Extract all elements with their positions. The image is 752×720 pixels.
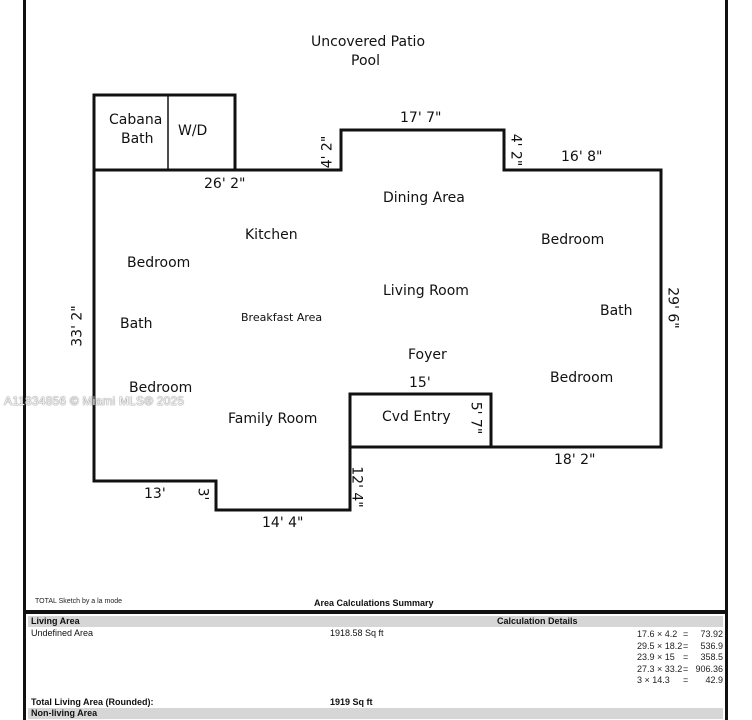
calc-result: 906.36 [695, 664, 723, 674]
total-living-area-label: Total Living Area (Rounded): [31, 697, 154, 707]
calc-result: 358.5 [700, 652, 723, 662]
calc-eq: = [683, 664, 689, 674]
label-kitchen: Kitchen [245, 227, 298, 243]
mls-watermark: A11834856 © Miami MLS® 2025 [4, 394, 185, 408]
label-pool: Pool [351, 53, 380, 69]
dim-top-right-width: 16' 8" [561, 149, 603, 165]
label-bedroom-ne: Bedroom [541, 232, 605, 248]
living-area-header-row [28, 616, 723, 627]
label-living-room: Living Room [383, 283, 469, 299]
calc-result: 42.9 [705, 675, 723, 685]
calc-expr: 23.9 × 15 [637, 652, 675, 662]
label-cabana: Cabana [109, 112, 163, 128]
calc-row: 3 × 14.3 = 42.9 [637, 675, 723, 686]
dim-right-step-height: 4' 2" [507, 133, 524, 167]
non-living-area-header-row [28, 708, 723, 719]
sketch-credit: TOTAL Sketch by a la mode [35, 598, 123, 605]
calc-expr: 3 × 14.3 [637, 675, 670, 685]
dim-left-step-height: 4' 2" [319, 135, 336, 169]
dim-entry-width: 15' [409, 375, 431, 391]
dim-bottom-right-width: 18' 2" [554, 452, 596, 468]
frame-left-border [23, 0, 26, 720]
label-bedroom-sw: Bedroom [129, 380, 193, 396]
dim-entry-depth: 5' 7" [467, 401, 484, 435]
label-cvd-entry: Cvd Entry [382, 409, 451, 425]
area-summary-table [23, 610, 728, 720]
label-family-room: Family Room [228, 411, 318, 427]
calc-eq: = [683, 652, 689, 662]
calc-eq: = [683, 629, 689, 639]
calc-expr: 29.5 × 18.2 [637, 641, 683, 651]
calc-result: 536.9 [700, 641, 723, 651]
total-living-area-value: 1919 Sq ft [330, 697, 373, 707]
calc-row: 23.9 × 15 = 358.5 [637, 652, 723, 663]
calc-row: 27.3 × 33.2 = 906.36 [637, 664, 723, 675]
house-outline [92, 128, 663, 512]
calc-result: 73.92 [700, 629, 723, 639]
area-name: Undefined Area [31, 628, 94, 638]
label-uncovered-patio: Uncovered Patio [311, 34, 426, 50]
calc-eq: = [683, 675, 689, 685]
area-summary-title: Area Calculations Summary [314, 598, 434, 608]
label-wd: W/D [178, 123, 208, 139]
calc-details-header: Calculation Details [497, 616, 578, 626]
calc-row: 17.6 × 4.2 = 73.92 [637, 629, 723, 640]
area-value: 1918.58 Sq ft [330, 628, 384, 638]
calc-row: 29.5 × 18.2 = 536.9 [637, 641, 723, 652]
dim-bottom-mid-width: 14' 4" [262, 515, 304, 531]
cabana-wd-box [92, 93, 237, 172]
calc-expr: 27.3 × 33.2 [637, 664, 683, 674]
calc-eq: = [683, 641, 689, 651]
frame-right-border [725, 0, 728, 720]
label-bedroom-se: Bedroom [550, 370, 614, 386]
floor-plan [92, 93, 663, 512]
non-living-area-header: Non-living Area [31, 708, 98, 718]
dim-top-bump-width: 17' 7" [400, 110, 442, 126]
dim-top-left-width: 26' 2" [204, 176, 246, 192]
dim-bottom-left-width: 13' [144, 486, 166, 502]
dim-bottom-mid-height: 12' 4" [348, 466, 365, 508]
living-area-header: Living Area [31, 616, 80, 626]
label-cabana-bath: Bath [121, 131, 154, 147]
label-bath-east: Bath [600, 303, 633, 319]
calc-expr: 17.6 × 4.2 [637, 629, 678, 639]
dim-bottom-step: 3' [194, 487, 211, 501]
label-bath-west: Bath [120, 316, 153, 332]
dim-left-height: 33' 2" [69, 305, 86, 347]
label-breakfast-area: Breakfast Area [241, 311, 323, 324]
label-dining-area: Dining Area [383, 190, 465, 206]
label-foyer: Foyer [408, 347, 447, 363]
dim-right-height: 29' 6" [664, 287, 681, 329]
label-bedroom-nw: Bedroom [127, 255, 191, 271]
